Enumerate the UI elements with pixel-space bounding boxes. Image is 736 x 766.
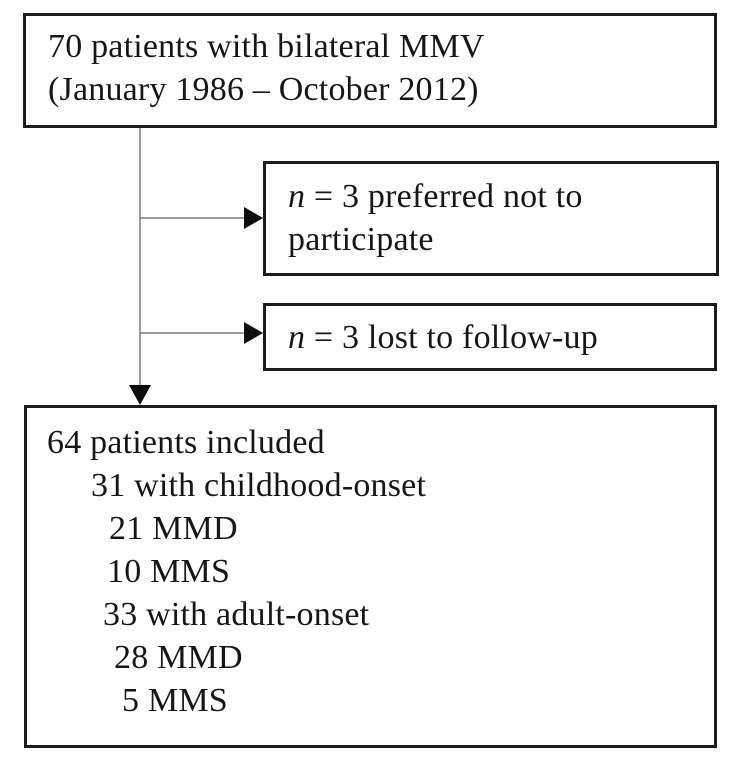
n-variable: n [288,318,306,356]
n-variable: n [288,178,306,215]
included-line: 5 MMS [122,682,228,719]
enrollment-line-2: (January 1986 – October 2012) [48,71,479,108]
exclusion-line: n = 3 lost to follow-up [288,316,598,359]
included-box: 64 patients included 31 with childhood-o… [24,405,717,748]
exclusion-text: = 3 preferred not to participate [288,178,583,258]
included-line: 21 MMD [109,510,238,547]
exclusion-text: = 3 lost to follow-up [313,318,598,356]
enrollment-box: 70 patients with bilateral MMV (January … [23,13,717,128]
enrollment-line-1: 70 patients with bilateral MMV [48,28,485,65]
included-line: 31 with childhood-onset [91,467,427,504]
arrowhead-right-icon [244,322,263,344]
included-line: 33 with adult-onset [103,596,370,633]
exclusion-box-lost-followup: n = 3 lost to follow-up [263,303,717,371]
included-line: 10 MMS [107,553,231,590]
arrowhead-right-icon [244,207,263,229]
included-line: 28 MMD [114,639,243,676]
exclusion-box-not-participate: n = 3 preferred not to participate [263,161,719,276]
included-line: 64 patients included [47,424,325,461]
arrowhead-down-icon [129,385,151,405]
